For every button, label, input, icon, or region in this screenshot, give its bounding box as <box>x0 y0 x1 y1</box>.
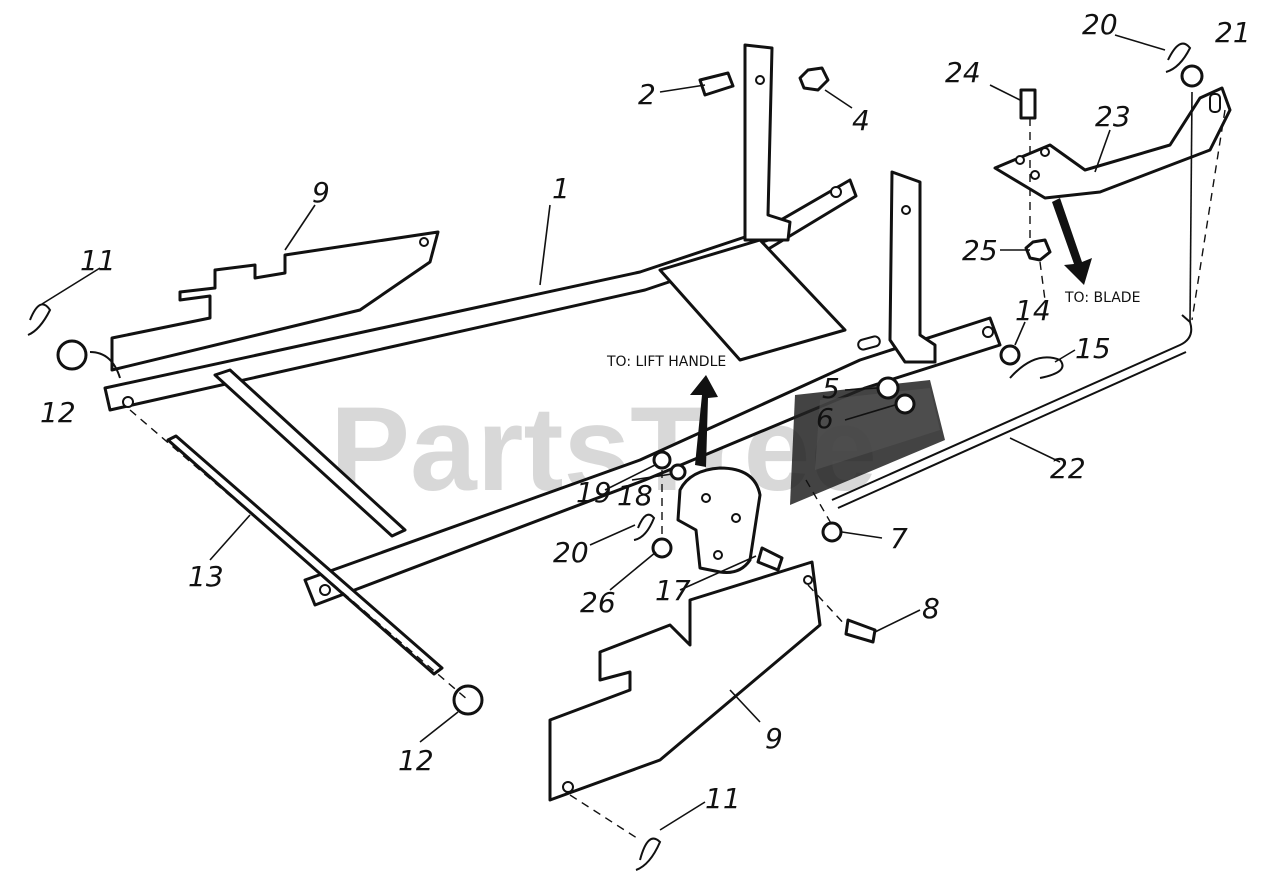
bolt-24 <box>1019 88 1037 120</box>
arrows <box>89 198 1092 467</box>
nut-25 <box>1024 238 1052 262</box>
callout-26: 26 <box>580 586 616 619</box>
part-upright-right <box>888 170 937 364</box>
callout-11-upper: 11 <box>80 244 116 277</box>
part-9-upper-plate <box>110 230 440 372</box>
callout-17: 17 <box>655 574 691 607</box>
frame-front-bar <box>303 316 1002 607</box>
frame-diagonal-member <box>213 368 407 538</box>
washer-14 <box>999 344 1021 366</box>
lift-handle-arrow <box>690 375 718 467</box>
curved-arrow-12 <box>89 351 121 379</box>
callout-21: 21 <box>1215 16 1251 49</box>
hairpin-11-lower <box>635 837 662 871</box>
callout-4: 4 <box>852 104 870 137</box>
frame-cross-member <box>658 238 847 362</box>
callout-8: 8 <box>922 592 940 625</box>
callout-9-lower: 9 <box>765 722 783 755</box>
bushing-12-lower <box>452 684 484 716</box>
callout-23: 23 <box>1095 100 1131 133</box>
part-22-rod <box>831 314 1193 509</box>
nut-6 <box>894 393 916 415</box>
callout-7: 7 <box>890 522 908 555</box>
callout-2: 2 <box>638 78 656 111</box>
blade-arrow <box>1052 198 1092 285</box>
callout-1: 1 <box>552 172 570 205</box>
washer-7 <box>821 521 843 543</box>
note-to-lift-handle: TO: LIFT HANDLE <box>606 354 726 370</box>
callout-20-upper: 20 <box>1082 8 1118 41</box>
washer-18 <box>669 463 687 481</box>
hairpin-11-upper <box>27 303 52 336</box>
bolt-8 <box>844 618 877 644</box>
bushing-12-upper <box>56 339 88 371</box>
nut-4 <box>798 66 830 92</box>
callout-22: 22 <box>1050 452 1086 485</box>
callout-14: 14 <box>1015 294 1051 327</box>
part-17-strap-bracket <box>676 466 762 574</box>
hairpin-20-upper <box>1165 42 1192 73</box>
callout-5: 5 <box>822 372 840 405</box>
callout-20-lower: 20 <box>553 536 589 569</box>
callout-9-upper: 9 <box>312 176 330 209</box>
hairpin-20-lower <box>633 513 656 541</box>
leader-lines <box>41 34 1226 841</box>
callout-12-upper: 12 <box>40 396 76 429</box>
callout-11-lower: 11 <box>705 782 741 815</box>
part-9-lower-plate <box>548 560 822 802</box>
part-13-axle-rod <box>166 434 444 676</box>
bolt-2 <box>698 71 735 97</box>
part-23-bracket <box>993 86 1232 200</box>
washer-21 <box>1180 64 1204 88</box>
washer-26 <box>651 537 673 559</box>
washer-5 <box>876 376 900 400</box>
note-to-blade: TO: BLADE <box>1064 290 1140 306</box>
callout-19: 19 <box>576 476 612 509</box>
nut-19 <box>652 450 672 470</box>
callout-12-lower: 12 <box>398 744 434 777</box>
callout-24: 24 <box>945 56 981 89</box>
callout-13: 13 <box>188 560 224 593</box>
pin-15 <box>1009 356 1064 379</box>
callout-18: 18 <box>617 479 653 512</box>
callout-15: 15 <box>1075 332 1111 365</box>
part-upright-left <box>743 43 792 242</box>
bolt-17 <box>756 546 784 572</box>
callout-6: 6 <box>816 402 834 435</box>
callout-25: 25 <box>962 234 998 267</box>
hardware <box>27 42 1204 871</box>
